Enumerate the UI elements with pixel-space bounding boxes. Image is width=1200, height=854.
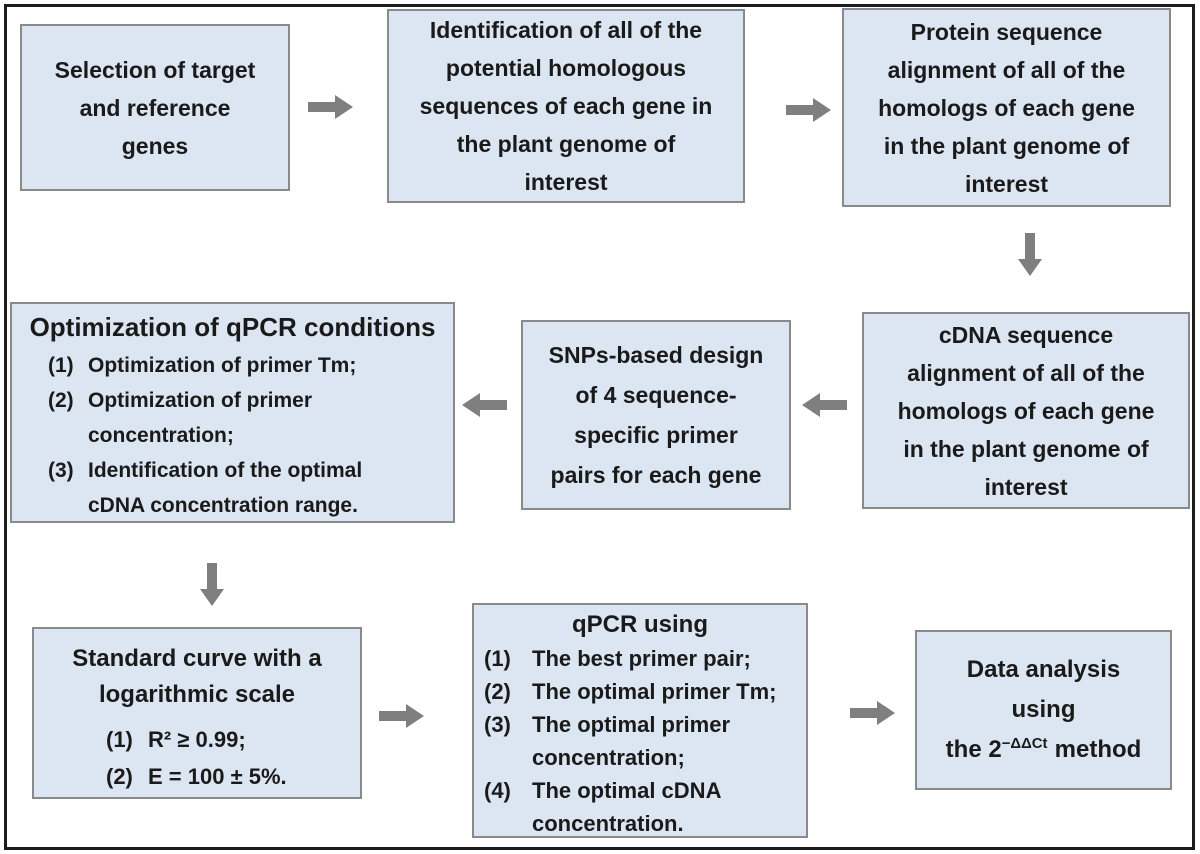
list-item-number: (4) [484, 778, 511, 803]
list-item: (3) The optimal primer concentration; [484, 708, 806, 774]
flow-step-cdna-alignment: cDNA sequence alignment of all of the ho… [862, 312, 1190, 509]
right-arrow-icon [379, 703, 425, 729]
list-item-text: The optimal primer concentration; [532, 712, 731, 770]
flow-step-snps-design: SNPs-based design of 4 sequence-specific… [521, 320, 791, 510]
list-item-number: (2) [484, 679, 511, 704]
formula-suffix: method [1054, 736, 1142, 763]
right-arrow-icon [786, 97, 832, 123]
down-arrow-icon [199, 563, 225, 607]
list-item: (1) R² ≥ 0.99; [106, 721, 360, 758]
flow-step-selection: Selection of target and reference genes [20, 24, 290, 191]
list-item-text: Identification of the optimal cDNA conce… [88, 459, 363, 517]
list-item-number: (3) [484, 712, 511, 737]
flow-step-snps-design-text: SNPs-based design of 4 sequence-specific… [548, 342, 764, 488]
data-analysis-line2: using [1011, 696, 1076, 723]
data-analysis-text: Data analysis using the 2−ΔΔCt method [946, 650, 1142, 770]
flow-step-protein-alignment-text: Protein sequence alignment of all of the… [878, 18, 1135, 197]
list-item-number: (1) [48, 354, 74, 377]
list-item-text: The best primer pair; [532, 646, 751, 671]
list-item-text: Optimization of primer concentration; [88, 389, 313, 447]
list-item: (2) The optimal primer Tm; [484, 675, 806, 708]
formula-base: the 2 [945, 736, 1002, 763]
list-item: (1) Optimization of primer Tm; [48, 348, 453, 383]
list-item-number: (2) [106, 764, 133, 789]
list-item: (3) Identification of the optimal cDNA c… [48, 453, 453, 523]
flow-step-standard-curve: Standard curve with a logarithmic scale … [32, 627, 362, 799]
list-item-text: The optimal primer Tm; [532, 679, 777, 704]
list-item-number: (3) [48, 459, 74, 482]
qpcr-title: qPCR using [572, 611, 708, 638]
flow-step-data-analysis: Data analysis using the 2−ΔΔCt method [915, 630, 1172, 790]
flow-step-protein-alignment: Protein sequence alignment of all of the… [842, 8, 1171, 207]
list-item-number: (1) [106, 727, 133, 752]
list-item: (2) E = 100 ± 5%. [106, 758, 360, 795]
qpcr-list: (1) The best primer pair; (2) The optima… [474, 642, 806, 840]
right-arrow-icon [850, 700, 896, 726]
right-arrow-icon [308, 94, 354, 120]
flow-step-optimization: Optimization of qPCR conditions (1) Opti… [10, 302, 455, 523]
data-analysis-line1: Data analysis [966, 656, 1121, 683]
down-arrow-icon [1017, 233, 1043, 277]
list-item-number: (1) [484, 646, 511, 671]
optimization-title: Optimization of qPCR conditions [29, 312, 436, 342]
standard-curve-list: (1) R² ≥ 0.99; (2) E = 100 ± 5%. [34, 721, 360, 795]
list-item-number: (2) [48, 389, 74, 412]
flow-step-identification: Identification of all of the potential h… [387, 9, 745, 203]
list-item-text: R² ≥ 0.99; [148, 727, 246, 752]
list-item: (4) The optimal cDNA concentration. [484, 774, 806, 840]
diagram-frame [4, 4, 1195, 850]
optimization-list: (1) Optimization of primer Tm; (2) Optim… [12, 348, 453, 523]
standard-curve-title: Standard curve with a logarithmic scale [72, 645, 322, 708]
list-item-text: Optimization of primer Tm; [88, 354, 357, 377]
ddct-formula: the 2−ΔΔCt method [946, 730, 1142, 770]
flow-step-cdna-alignment-text: cDNA sequence alignment of all of the ho… [897, 321, 1155, 500]
left-arrow-icon [801, 392, 847, 418]
list-item-text: E = 100 ± 5%. [148, 764, 287, 789]
list-item: (1) The best primer pair; [484, 642, 806, 675]
left-arrow-icon [461, 392, 507, 418]
list-item: (2) Optimization of primer concentration… [48, 383, 453, 453]
list-item-text: The optimal cDNA concentration. [532, 778, 721, 836]
flow-step-selection-text: Selection of target and reference genes [54, 56, 256, 159]
flow-step-qpcr-run: qPCR using (1) The best primer pair; (2)… [472, 603, 808, 838]
flow-step-identification-text: Identification of all of the potential h… [419, 17, 713, 195]
formula-exponent: −ΔΔCt [1001, 736, 1048, 752]
